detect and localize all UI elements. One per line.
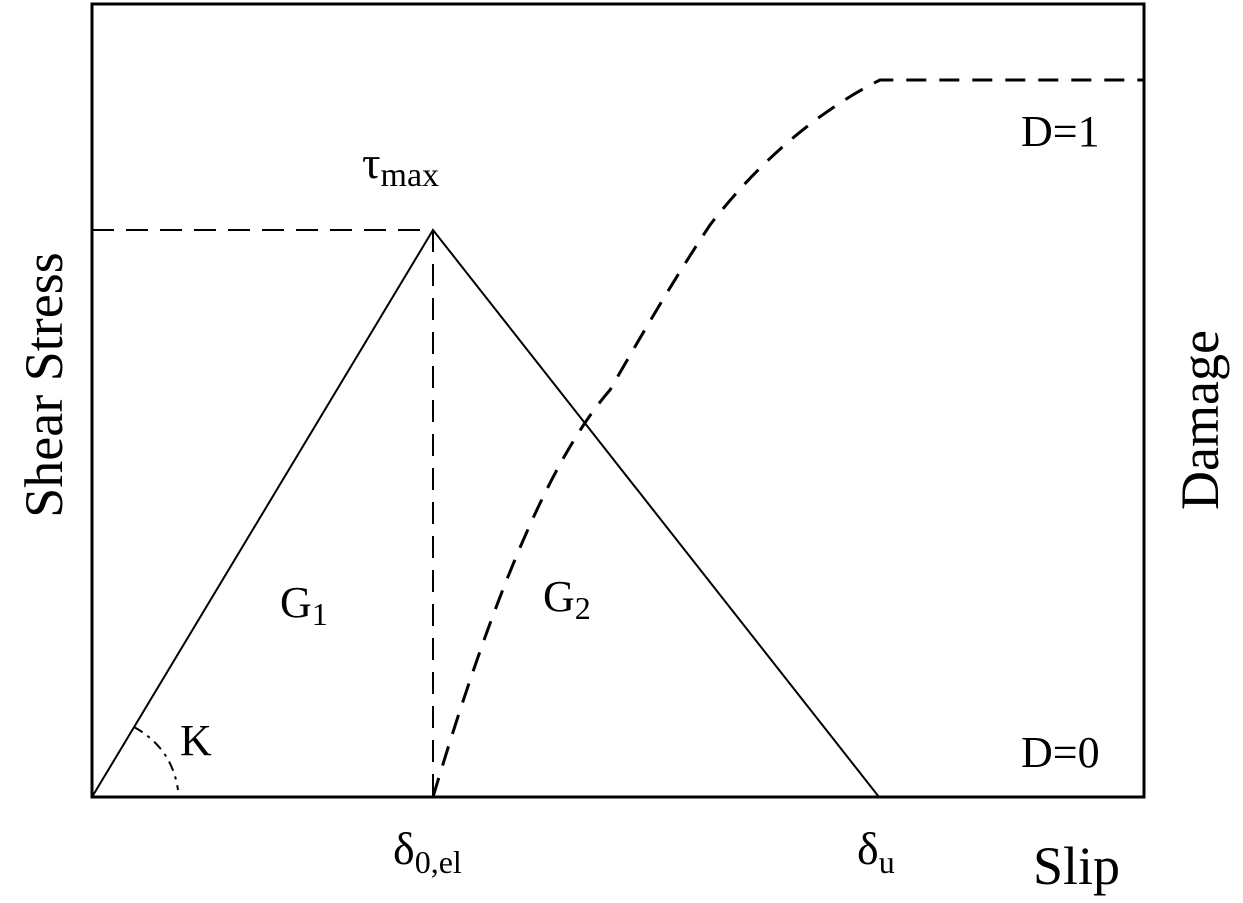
- elastic-slip-label: δ0,el: [393, 823, 462, 880]
- ultimate-slip-label: δu: [857, 823, 895, 880]
- fracture-energy-g1-label: G1: [280, 578, 328, 632]
- plot-frame: [90, 2, 1146, 799]
- stiffness-label: K: [180, 716, 212, 765]
- damage-one-label: D=1: [1021, 107, 1100, 156]
- traction-slip-curve: [91, 228, 880, 798]
- fracture-energy-g2-label: G2: [543, 572, 591, 626]
- x-axis-label: Slip: [1033, 836, 1120, 896]
- y-axis-left-label: Shear Stress: [14, 252, 74, 517]
- damage-zero-label: D=0: [1021, 728, 1100, 777]
- damage-evolution-curve: [431, 78, 1144, 798]
- peak-stress-label: τmax: [362, 137, 439, 194]
- stiffness-angle-arc: [133, 726, 179, 791]
- y-axis-right-label: Damage: [1170, 330, 1230, 510]
